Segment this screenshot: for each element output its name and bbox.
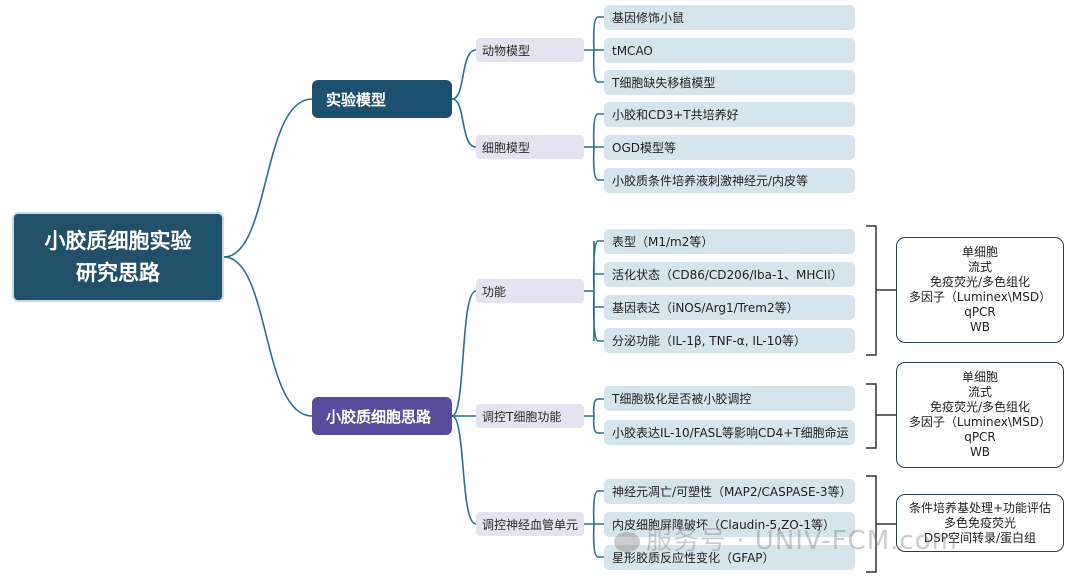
leaf-node: T细胞极化是否被小胶调控 [604, 386, 855, 411]
leaf-node: 分泌功能（IL-1β, TNF-α, IL-10等） [604, 328, 855, 353]
methods-box-neurovascular: 条件培养基处理+功能评估 多色免疫荧光 DSP空间转录/蛋白组 [896, 494, 1064, 552]
method-item: 流式 [967, 260, 992, 274]
connector-branch2-sub5 [451, 415, 477, 525]
method-item: 流式 [967, 385, 992, 399]
sub-cell-models: 细胞模型 [476, 135, 584, 159]
methods-box-function: 单细胞 流式 免疫荧光/多色组化 多因子（Luminex\MSD） qPCR W… [896, 237, 1064, 343]
sub-t-cell-regulation: 调控T细胞功能 [476, 404, 584, 428]
method-item: 多色免疫荧光 [943, 515, 1016, 530]
leaf-node: 活化状态（CD86/CD206/Iba-1、MHCII） [604, 262, 855, 287]
connector-sub5-leaves [584, 490, 604, 558]
method-item: 单细胞 [961, 370, 998, 384]
leaf-node: 基因表达（iNOS/Arg1/Trem2等） [604, 295, 855, 320]
method-item: 单细胞 [961, 245, 998, 259]
leaf-node: T细胞缺失移植模型 [604, 70, 855, 95]
bracket-functions [866, 225, 896, 356]
method-item: DSP空间转录/蛋白组 [923, 530, 1037, 545]
method-item: 多因子（Luminex\MSD） [908, 415, 1052, 429]
leaf-node: 表型（M1/m2等） [604, 229, 855, 254]
sub-function: 功能 [476, 279, 584, 303]
connector-branch2-sub3 [451, 290, 477, 417]
method-item: WB [969, 445, 991, 459]
method-item: qPCR [964, 430, 996, 444]
connector-sub3-leaves [584, 240, 604, 342]
method-item: 条件培养基处理+功能评估 [908, 500, 1052, 515]
leaf-node: 小胶质条件培养液刺激神经元/内皮等 [604, 168, 855, 193]
watermark: 服务号 · UNIV-FCM.com [614, 520, 958, 557]
method-item: 免疫荧光/多色组化 [929, 275, 1031, 289]
connector-branch1-sub1 [451, 49, 477, 100]
leaf-node: tMCAO [604, 38, 855, 63]
sub-neurovascular-regulation: 调控神经血管单元 [476, 512, 584, 536]
watermark-text: 服务号 · UNIV-FCM.com [646, 526, 958, 556]
bracket-neurovascular [866, 475, 896, 573]
leaf-node: 小胶表达IL-10/FASL等影响CD4+T细胞命运 [604, 420, 855, 445]
leaf-node: 神经元凋亡/可塑性（MAP2/CASPASE-3等） [604, 479, 855, 504]
connector-sub4-leaves [584, 398, 604, 434]
connector-root-branch2 [223, 256, 313, 417]
method-item: qPCR [964, 305, 996, 319]
branch-experiment-models: 实验模型 [312, 80, 452, 118]
method-item: 免疫荧光/多色组化 [929, 400, 1031, 414]
leaf-node: OGD模型等 [604, 135, 855, 160]
sub-animal-models: 动物模型 [476, 38, 584, 62]
methods-box-t-cell: 单细胞 流式 免疫荧光/多色组化 多因子（Luminex\MSD） qPCR W… [896, 362, 1064, 468]
connector-sub1-leaves [584, 16, 604, 83]
root-node: 小胶质细胞实验研究思路 [12, 212, 224, 302]
branch-microglia-approach: 小胶质细胞思路 [312, 397, 452, 435]
connector-branch1-sub2 [451, 98, 477, 148]
method-item: WB [969, 320, 991, 334]
bracket-t-cell [866, 383, 896, 449]
leaf-node: 基因修饰小鼠 [604, 5, 855, 30]
connector-root-branch1 [223, 98, 313, 258]
method-item: 多因子（Luminex\MSD） [908, 290, 1052, 304]
wechat-icon [614, 531, 640, 552]
leaf-node: 内皮细胞屏障破坏（Claudin-5,ZO-1等） [604, 512, 855, 537]
connector-sub2-leaves [584, 113, 604, 181]
leaf-node: 小胶和CD3+T共培养好 [604, 102, 855, 127]
leaf-node: 星形胶质反应性变化（GFAP） [604, 545, 855, 570]
